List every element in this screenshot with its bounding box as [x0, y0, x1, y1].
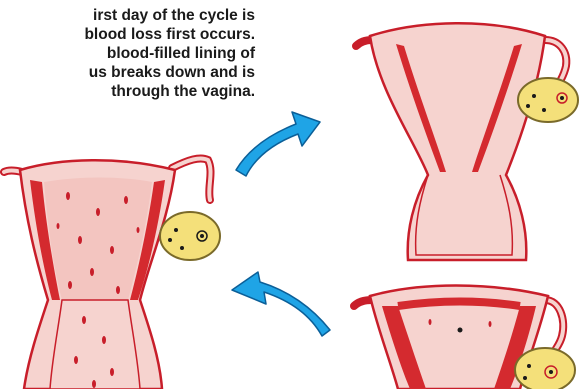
ovary-bottom-panel — [515, 348, 575, 389]
ovary-top-panel — [518, 78, 578, 122]
arrow-up-right — [236, 112, 320, 176]
uterus-body — [370, 23, 545, 260]
uterus-early-cycle — [356, 23, 578, 260]
ovary-left-panel — [160, 212, 220, 260]
uterus-menstruation — [4, 158, 220, 389]
arrow-up-left — [232, 272, 330, 336]
uterus-thick-lining — [354, 286, 575, 389]
